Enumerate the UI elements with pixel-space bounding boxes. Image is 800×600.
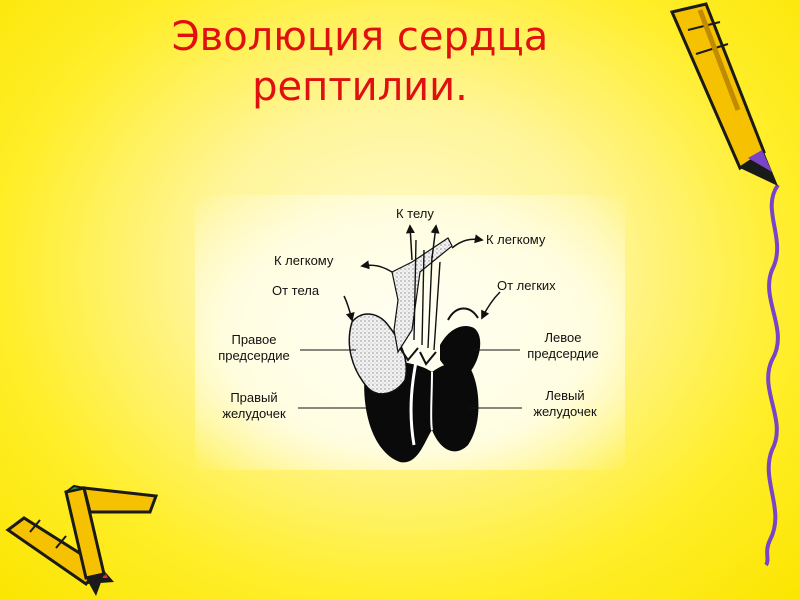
left-atrium <box>440 325 481 375</box>
slide-title: Эволюция сердца рептилии. <box>140 12 580 112</box>
label-to-body: К телу <box>396 206 434 221</box>
label-right-ventricle-line-1: Правый <box>230 390 278 405</box>
arrow-from-lungs <box>481 291 501 320</box>
valve-2 <box>419 351 437 366</box>
aortic-trunk-dotted <box>391 237 453 354</box>
label-left-ventricle: Левый желудочек <box>520 388 610 420</box>
slide-title-line-1: Эволюция сердца <box>171 14 549 60</box>
vessel-4 <box>433 261 441 351</box>
label-left-atrium: Левое предсердие <box>516 330 610 362</box>
label-left-atrium-line-1: Левое <box>544 330 582 345</box>
label-right-ventricle: Правый желудочек <box>208 390 300 422</box>
arrow-to-lung-right <box>451 234 484 249</box>
valve-1 <box>399 347 419 362</box>
septum-2 <box>430 371 433 431</box>
squiggle-line <box>764 183 780 567</box>
label-left-ventricle-line-2: желудочек <box>533 404 597 419</box>
label-right-ventricle-line-2: желудочек <box>222 406 286 421</box>
septum <box>409 351 420 446</box>
vessel-3 <box>427 255 433 349</box>
arrow-to-body-1 <box>405 224 415 261</box>
vessel-1 <box>413 239 417 341</box>
label-right-atrium-line-1: Правое <box>231 332 277 347</box>
arrow-from-body <box>343 295 355 322</box>
label-right-atrium-line-2: предсердие <box>218 348 290 363</box>
label-to-lung-left: К легкому <box>274 253 334 268</box>
right-atrium <box>348 313 407 395</box>
label-to-lung-right: К легкому <box>486 232 546 247</box>
slide-title-line-2: рептилии. <box>252 64 468 110</box>
vessel-2 <box>421 249 425 346</box>
label-from-lungs: От легких <box>497 278 556 293</box>
pencil-icon-top-right <box>669 2 778 186</box>
label-from-body: От тела <box>272 283 320 298</box>
label-right-atrium: Правое предсердие <box>208 332 300 364</box>
label-left-atrium-line-2: предсердие <box>527 346 599 361</box>
arrow-to-lung-left <box>360 260 393 273</box>
pencil-icon-bottom-left-2 <box>64 484 159 596</box>
label-left-ventricle-line-1: Левый <box>545 388 585 403</box>
left-atrium-outline <box>447 307 479 321</box>
arrow-to-body-2 <box>430 224 440 259</box>
